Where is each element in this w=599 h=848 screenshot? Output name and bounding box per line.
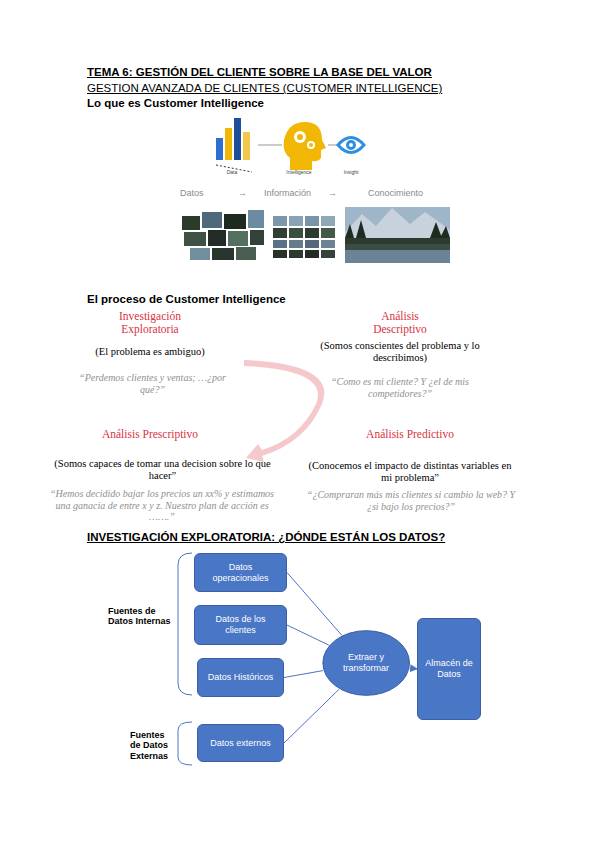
intelligence-icon [284,122,326,170]
group-label: Fuentes de Datos Internas [108,606,174,627]
stage-title: Análisis Descriptivo [355,310,445,336]
flow-word: Datos [180,188,204,198]
node-text: Extraer y transformar [337,650,395,676]
section-heading: Lo que es Customer Intelligence [87,97,264,110]
stage-title: Análisis Prescriptivo [95,428,205,441]
stage-title: Investigación Exploratoria [95,310,205,336]
flow-word: Información [264,188,311,198]
process-ellipse: Extraer y transformar [322,630,410,696]
stage-description: (Somos conscientes del problema y lo des… [300,340,500,364]
flow-arrow: → [328,188,337,198]
bracket [178,722,192,765]
stage-description: (Conocemos el impacto de distintas varia… [305,460,515,484]
section-heading: INVESTIGACIÓN EXPLORATORIA: ¿DÓNDE ESTÁN… [87,531,445,544]
stage-description: (El problema es ambiguo) [70,346,230,358]
connector [284,671,323,678]
data-box: Datos operacionales [194,553,287,592]
icon-caption: Insight [340,170,362,176]
stage-quote: “Hemos decidido bajar los precios un xx%… [48,488,276,523]
stage-title: Análisis Predictivo [355,428,465,441]
stage-quote: “Como es mi cliente? Y ¿el de mis compet… [300,376,500,399]
stage-description: (Somos capaces de tomar una decision sob… [50,458,275,482]
icon-caption: Intelligence [282,170,316,176]
connector [287,573,342,636]
cycle-arrow [244,360,324,462]
insight-icon [338,138,364,153]
connector [284,689,339,743]
data-box: Datos Históricos [197,658,284,697]
connector [410,668,417,670]
node-text: Datos Históricos [206,670,276,685]
flow-word: Conocimiento [368,188,423,198]
flow-arrow: → [238,188,247,198]
bracket [178,553,192,695]
node-text: Datos externos [208,736,273,751]
node-text: Datos de los clientes [198,612,283,638]
lake-photo [345,207,450,263]
group-label: Fuentes de Datos Externas [130,730,176,761]
data-box: Datos externos [197,724,284,762]
data-box: Almacén de Datos [417,618,481,720]
stage-quote: “Perdemos clientes y ventas; …¿por qué?” [70,372,235,395]
page-title: TEMA 6: GESTIÓN DEL CLIENTE SOBRE LA BAS… [87,66,432,79]
section-heading: El proceso de Customer Intelligence [87,293,286,306]
data-box: Datos de los clientes [194,605,287,645]
stage-quote: “¿Compraran más mis clientes si cambio l… [300,489,522,512]
icon-caption: Data [222,170,242,176]
connector [287,625,329,645]
data-icon [216,118,252,172]
grid-photo [272,215,336,259]
subtitle: GESTION AVANZADA DE CLIENTES (CUSTOMER I… [87,82,442,95]
node-text: Almacén de Datos [421,656,477,682]
node-text: Datos operacionales [198,560,283,586]
collage-photo [180,210,265,260]
